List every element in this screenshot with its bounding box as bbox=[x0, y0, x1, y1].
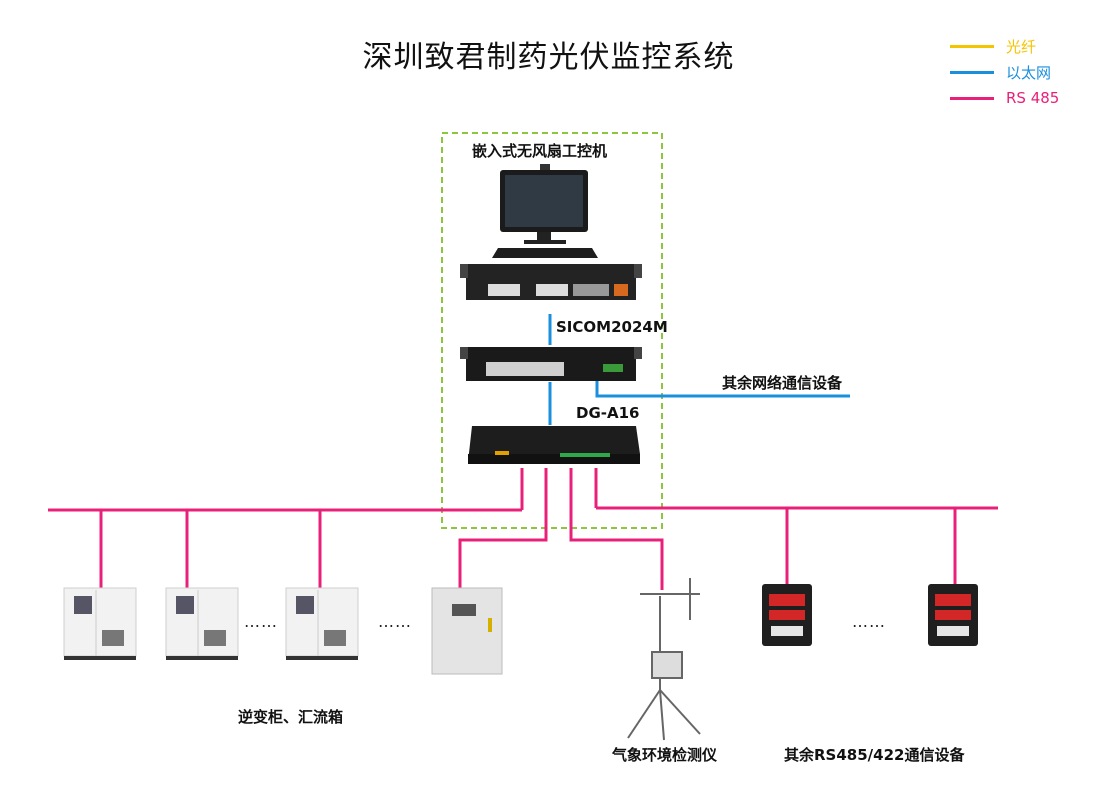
legend-fiber-label: 光纤 bbox=[1006, 37, 1037, 56]
inverters-label: 逆变柜、汇流箱 bbox=[238, 708, 344, 726]
combiner-box-icon bbox=[431, 587, 503, 675]
weather-label: 气象环境检测仪 bbox=[612, 746, 718, 764]
legend-ethernet-swatch bbox=[950, 70, 994, 74]
switch-device-icon bbox=[460, 264, 642, 300]
legend-rs485-label: RS 485 bbox=[1006, 89, 1060, 107]
inverter-cabinet-1-icon bbox=[63, 587, 137, 660]
controller-device-icon bbox=[468, 426, 640, 464]
legend-ethernet: 以太网 bbox=[950, 62, 1051, 82]
rs485-lines bbox=[48, 468, 998, 590]
keyboard-icon bbox=[492, 248, 598, 258]
legend-ethernet-label: 以太网 bbox=[1006, 63, 1052, 82]
meter-ellipsis: …… bbox=[852, 612, 886, 631]
inverter-ellipsis: …… bbox=[244, 612, 278, 631]
gateway-device-icon bbox=[460, 347, 642, 381]
page-title: 深圳致君制药光伏监控系统 bbox=[362, 40, 735, 75]
legend-fiber: 光纤 bbox=[950, 36, 1036, 56]
switch-label: SICOM2024M bbox=[556, 318, 668, 336]
meter-device-1-icon bbox=[762, 584, 812, 646]
legend-fiber-swatch bbox=[950, 44, 994, 48]
controller-group-box bbox=[441, 132, 663, 529]
combiner-ellipsis: …… bbox=[378, 612, 412, 631]
gateway-label: DG-A16 bbox=[576, 404, 640, 422]
monitor-icon bbox=[500, 164, 588, 244]
meter-device-2-icon bbox=[928, 584, 978, 646]
legend-rs485-swatch bbox=[950, 96, 994, 100]
inverter-cabinet-3-icon bbox=[285, 587, 359, 660]
ipc-label: 嵌入式无风扇工控机 bbox=[472, 142, 608, 160]
other-network-label: 其余网络通信设备 bbox=[722, 374, 843, 392]
meters-label: 其余RS485/422通信设备 bbox=[784, 746, 965, 764]
legend-rs485: RS 485 bbox=[950, 88, 1059, 108]
weather-station-icon bbox=[627, 578, 701, 741]
inverter-cabinet-2-icon bbox=[165, 587, 239, 660]
